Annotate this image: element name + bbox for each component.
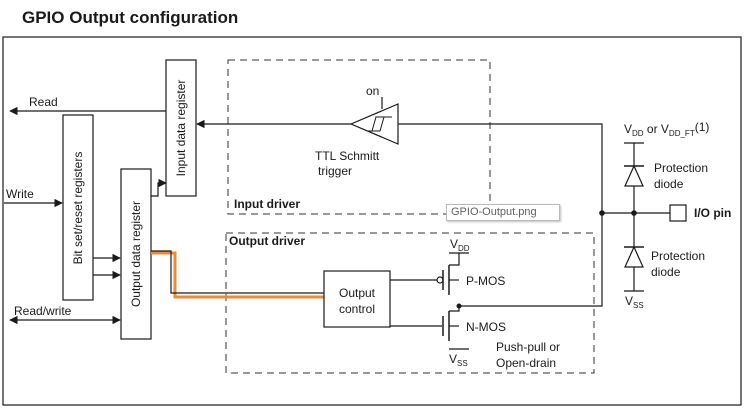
input-data-register-box [165,59,197,197]
output-data-register-label: Output data register [129,201,143,307]
schmitt-hysteresis-icon [368,116,392,132]
filename-tooltip: GPIO-Output.png [446,204,560,221]
top-protection-diode-icon [624,164,644,187]
open-drain-label: Open-drain [496,356,556,370]
push-pull-label: Push-pull or [496,340,560,354]
ttl-trigger-label: trigger [318,164,352,178]
output-vdd-label: VDD [450,237,470,253]
output-data-register-box [120,168,152,340]
output-control-box [323,270,391,328]
pin-node-dot [599,210,605,216]
top-protection-label-1: Protection [654,161,708,175]
bottom-protection-label-2: diode [651,265,681,279]
output-vss-label: VSS [449,352,468,368]
input-driver-label: Input driver [234,197,300,211]
output-driver-label: Output driver [229,234,305,248]
outer-frame [2,36,742,406]
ttl-schmitt-label: TTL Schmitt [315,149,380,163]
p-mos-drain-source [449,253,460,266]
bit-set-reset-registers-box [62,114,94,301]
bottom-protection-diode-icon [624,245,644,268]
read-label: Read [29,95,58,109]
io-pin-box [669,204,687,222]
top-supply-label: VDD or VDD_FT(1) [624,120,709,138]
output-control-label-2: control [339,302,375,316]
input-driver-region [227,59,491,215]
write-label: Write [6,187,34,201]
output-driver-region [225,232,595,374]
diagram-title: GPIO Output configuration [22,8,239,27]
p-mos-gate-bubble [436,276,444,284]
input-data-register-label: Input data register [174,80,188,177]
p-mos-label: P-MOS [466,274,505,288]
bit-set-reset-registers-label: Bit set/reset registers [71,152,85,265]
output-path-line [151,250,324,294]
read-write-label: Read/write [14,304,72,318]
odr-to-idr-line [151,178,167,197]
bottom-protection-label-1: Protection [651,249,705,263]
mos-junction-dot [456,303,462,309]
bottom-supply-label: VSS [625,294,644,310]
output-path-highlight [151,251,324,299]
io-pin-label: I/O pin [694,206,731,220]
top-protection-label-2: diode [654,177,684,191]
mos-to-pin-line [459,213,603,307]
n-mos-label: N-MOS [466,320,506,334]
output-control-label-1: Output [339,286,376,300]
on-label: on [366,84,379,98]
pin-to-trigger-line [398,123,603,213]
